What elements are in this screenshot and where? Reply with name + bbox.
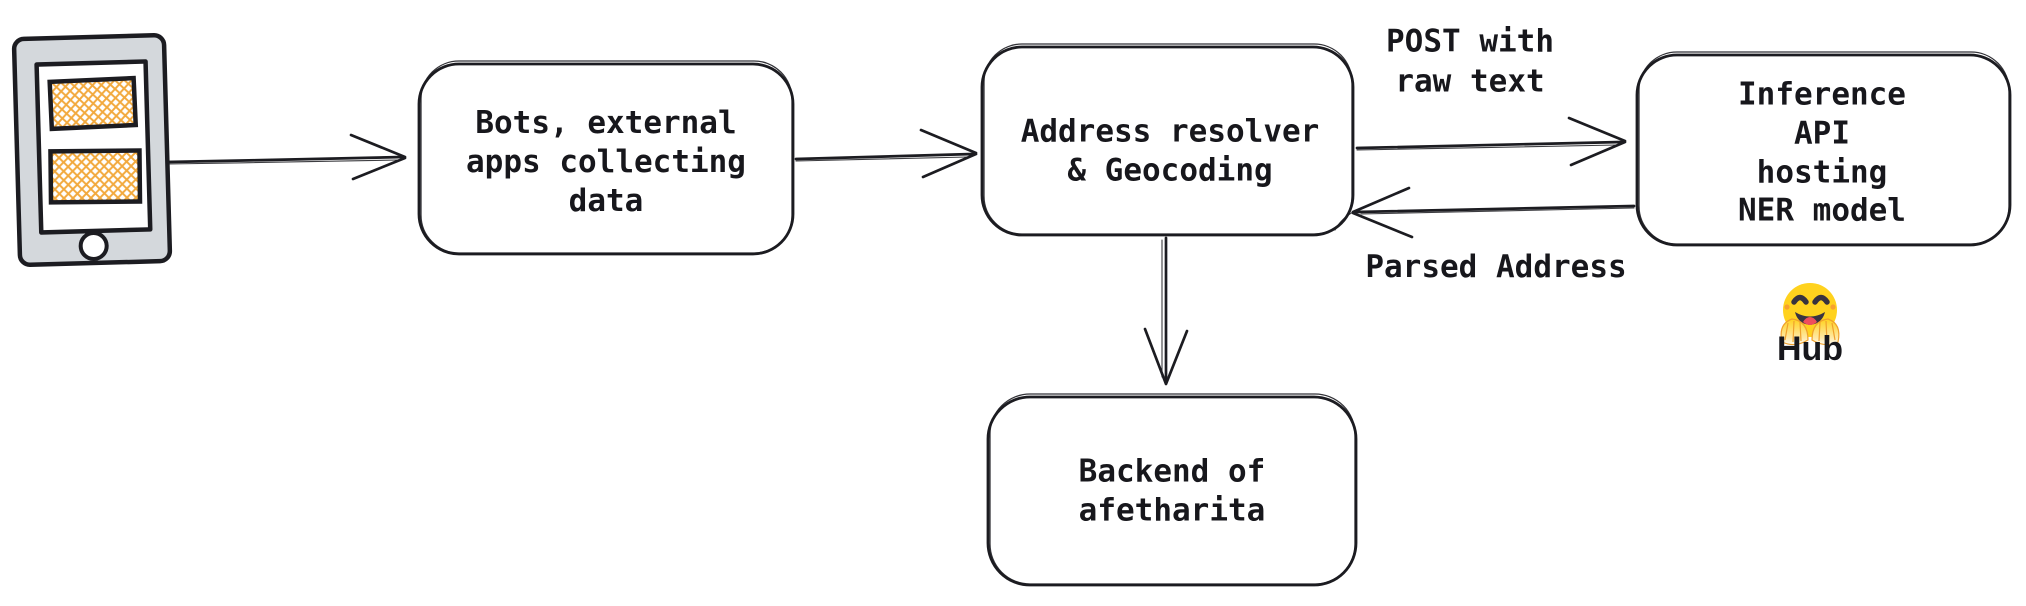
edge-label-parsed-address: Parsed Address [1365,248,1627,285]
arrow-bots-to-resolver [794,128,978,179]
node-inference-box [1635,51,2012,247]
emoji-right-hand [1811,318,1840,346]
phone-icon [11,32,173,268]
emoji-left-hand [1780,318,1809,346]
node-label-inference: Inference API hosting NER model [1738,76,1906,229]
phone-screen-highlight-blocks [47,75,143,205]
node-label-bots: Bots, external apps collecting data [466,104,746,219]
arrow-phone-to-bots [165,133,407,181]
node-backend-box [986,393,1358,587]
node-label-backend: Backend of afetharita [1078,453,1266,528]
hugging-face-emoji [1780,283,1840,346]
hub-label: Hub [1776,330,1844,368]
node-label-resolver: Address resolver & Geocoding [1020,113,1320,188]
arrow-resolver-to-backend [1143,236,1189,386]
edge-label-post-with-raw-text: POST with raw text [1386,23,1554,100]
node-bots-box [417,60,795,256]
phone-home-button [78,230,109,261]
node-resolver-box [980,43,1355,237]
arrow-inference-to-resolver [1334,186,1636,239]
arrow-resolver-to-inference [1355,116,1627,167]
